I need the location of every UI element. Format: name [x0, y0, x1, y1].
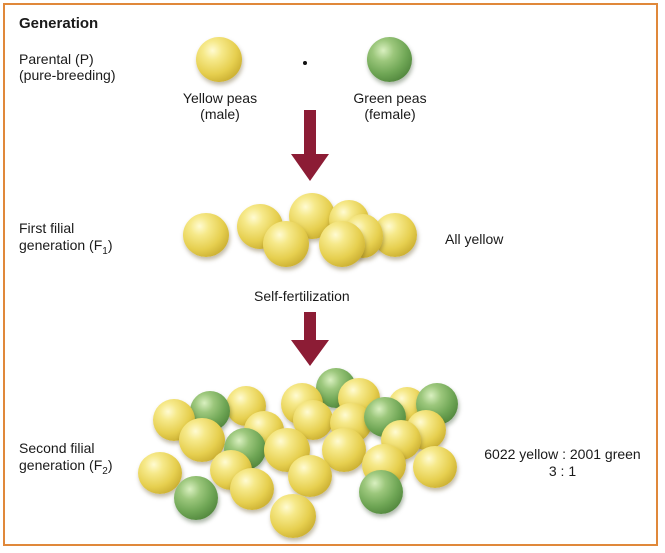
f2-label-line1: Second filial: [19, 440, 95, 456]
f1-label-line1: First filial: [19, 220, 75, 236]
arrow-down-icon: [291, 312, 329, 366]
arrow-down-icon: [291, 110, 329, 181]
parental-yellow-pea: [196, 37, 242, 82]
f2-label-line2: generation (F2): [19, 457, 113, 477]
f2-result-ratio: 3 : 1: [548, 463, 577, 479]
parental-green-pea: [367, 37, 412, 82]
f1-label-line2: generation (F1): [19, 237, 113, 257]
process-label: Self-fertilization: [254, 288, 350, 304]
f2-result-counts: 6022 yellow : 2001 green: [484, 446, 641, 462]
green-peas-sex: (female): [364, 106, 416, 122]
heading: Generation: [19, 15, 99, 32]
green-peas-label: Green peas: [353, 90, 427, 106]
cross-symbol: [303, 61, 307, 65]
parental-label-line2: (pure-breeding): [19, 67, 116, 83]
f1-result: All yellow: [445, 231, 504, 247]
yellow-peas-sex: (male): [200, 106, 240, 122]
yellow-peas-label: Yellow peas: [182, 90, 258, 106]
parental-label-line1: Parental (P): [19, 51, 94, 67]
